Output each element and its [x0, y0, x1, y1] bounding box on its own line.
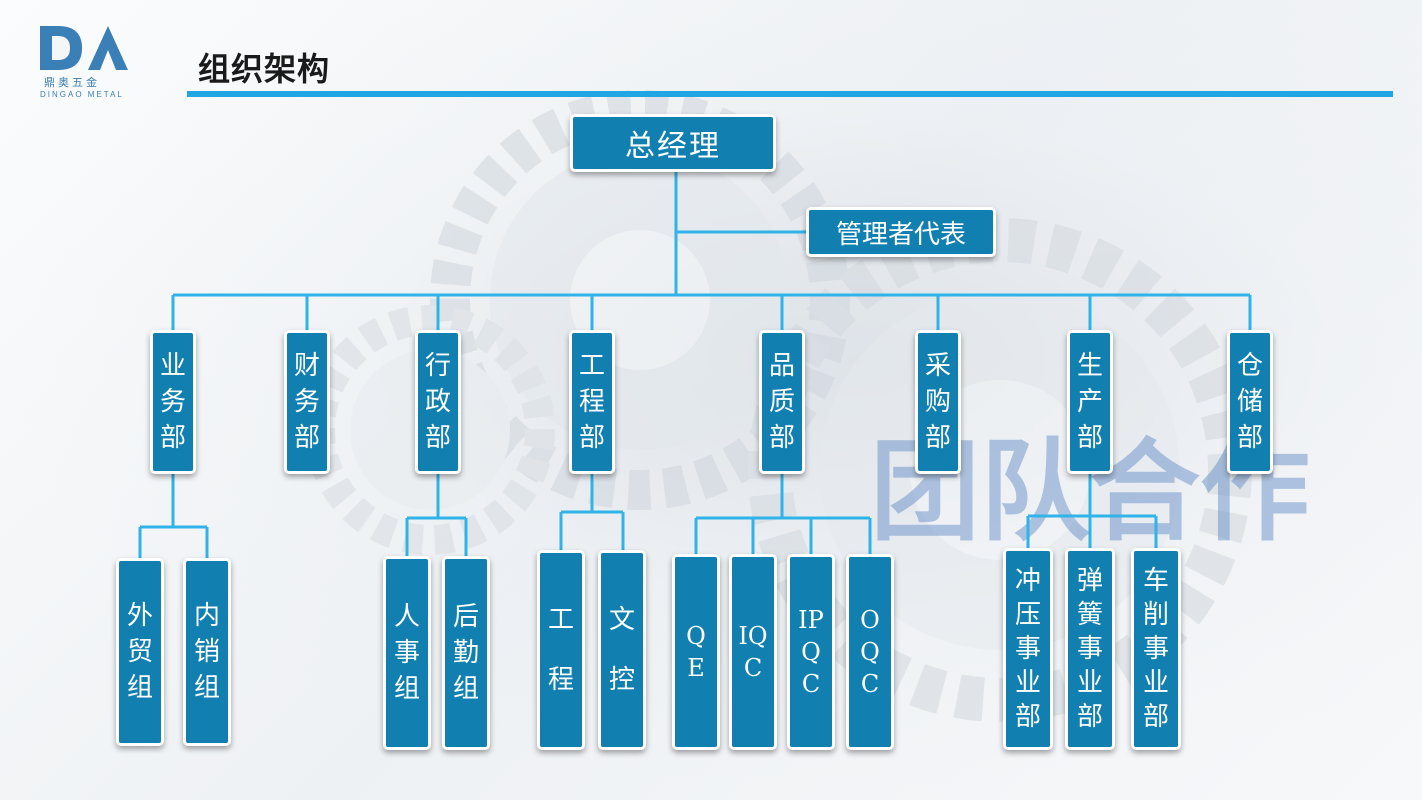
node-general-manager: 总经理	[570, 114, 776, 172]
dept-admin: 行政部	[415, 330, 461, 474]
unit-foreign-trade: 外贸组	[116, 558, 164, 746]
unit-stamping: 冲压事业部	[1003, 548, 1053, 750]
dept-warehouse: 仓储部	[1227, 330, 1273, 474]
logo-text-cn: 鼎奥五金	[44, 76, 100, 89]
unit-logistics: 后勤组	[442, 556, 490, 750]
dept-production: 生产部	[1067, 330, 1113, 474]
unit-document-control: 文控	[598, 550, 646, 750]
node-management-representative: 管理者代表	[806, 207, 996, 257]
unit-turning: 车削事业部	[1131, 548, 1181, 750]
unit-engineering: 工程	[537, 550, 585, 750]
logo-text-en: DINGAO METAL	[40, 90, 124, 99]
unit-ipqc: IPQC	[787, 554, 835, 750]
connector-lines	[138, 170, 1252, 560]
dept-engineering: 工程部	[569, 330, 615, 474]
unit-oqc: OQC	[846, 554, 894, 750]
unit-iqc: IQC	[729, 554, 777, 750]
unit-spring: 弹簧事业部	[1065, 548, 1115, 750]
dept-finance: 财务部	[284, 330, 330, 474]
title-divider	[187, 91, 1393, 97]
logo-mark-icon	[40, 26, 128, 70]
unit-hr: 人事组	[383, 556, 431, 750]
company-logo: 鼎奥五金 DINGAO METAL	[38, 24, 138, 104]
dept-business: 业务部	[150, 330, 196, 474]
dept-quality: 品质部	[759, 330, 805, 474]
dept-purchasing: 采购部	[915, 330, 961, 474]
unit-qe: QE	[672, 554, 720, 750]
page-title: 组织架构	[198, 50, 331, 88]
unit-domestic-sales: 内销组	[183, 558, 231, 746]
